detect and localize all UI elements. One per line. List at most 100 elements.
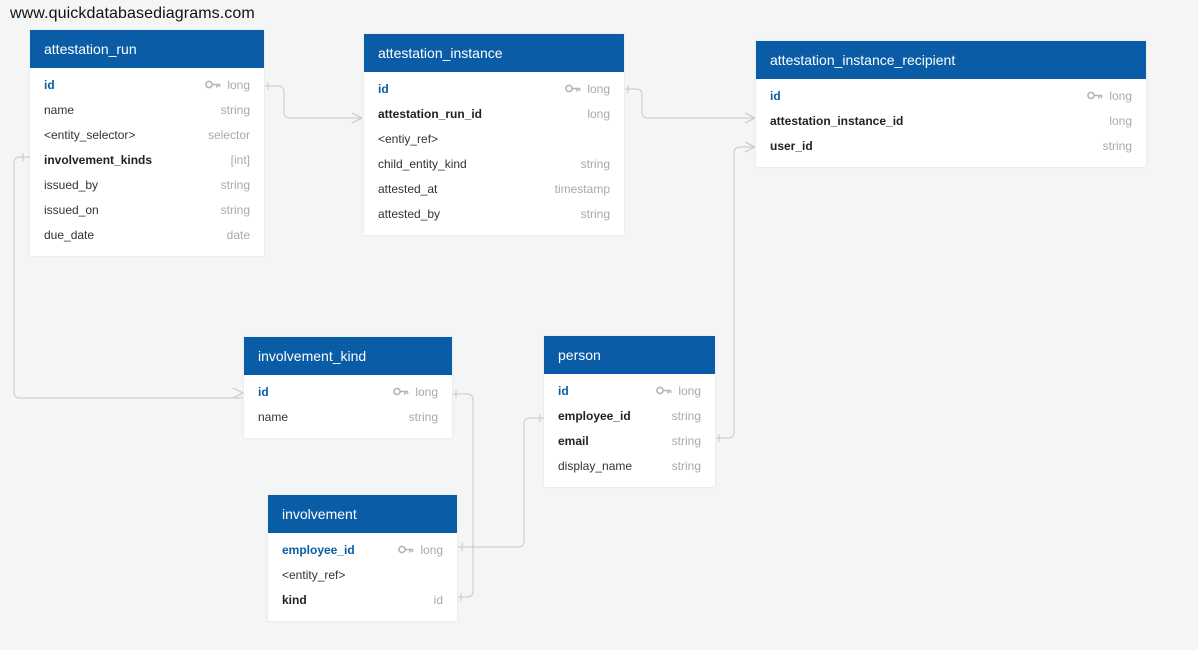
field-row[interactable]: id long: [244, 380, 452, 405]
field-type: string: [672, 404, 701, 429]
field-row[interactable]: id long: [544, 379, 715, 404]
key-icon: [398, 545, 414, 554]
field-name: name: [44, 103, 75, 117]
table-title[interactable]: person: [544, 336, 715, 374]
field-name: <entiy_ref>: [378, 132, 439, 146]
field-type: long: [565, 77, 610, 102]
field-type-label: string: [671, 434, 701, 448]
field-type: long: [587, 102, 610, 127]
field-type-label: [int]: [230, 153, 250, 167]
field-row[interactable]: <entity_selector> selector: [30, 123, 264, 148]
field-type: string: [672, 454, 701, 479]
field-name: employee_id: [282, 543, 355, 557]
field-type-label: string: [1102, 139, 1132, 153]
connector-person-to-involvement: [458, 417, 544, 548]
field-type: long: [1087, 84, 1132, 109]
field-name: issued_by: [44, 178, 99, 192]
field-type-label: id: [433, 593, 443, 607]
field-type-label: selector: [207, 128, 250, 142]
field-type: long: [656, 379, 701, 404]
field-name: attested_at: [378, 182, 438, 196]
field-row[interactable]: id long: [364, 77, 624, 102]
field-row[interactable]: display_name string: [544, 454, 715, 479]
field-type: string: [409, 405, 438, 430]
field-row[interactable]: attestation_instance_id long: [756, 109, 1146, 134]
table-title[interactable]: attestation_instance_recipient: [756, 41, 1146, 79]
table-title[interactable]: involvement_kind: [244, 337, 452, 375]
field-name: <entity_selector>: [44, 128, 136, 142]
field-row[interactable]: kind id: [268, 588, 457, 613]
field-row[interactable]: name string: [30, 98, 264, 123]
field-name: due_date: [44, 228, 95, 242]
connector-instance-to-recipient: [625, 88, 755, 119]
field-type-label: long: [1109, 114, 1132, 128]
connector-run-to-kind: [13, 156, 243, 399]
field-type: string: [221, 198, 250, 223]
table-title[interactable]: involvement: [268, 495, 457, 533]
field-name: attestation_instance_id: [770, 114, 904, 128]
field-row[interactable]: employee_id string: [544, 404, 715, 429]
key-icon: [656, 386, 672, 395]
field-type: string: [221, 98, 250, 123]
field-row[interactable]: employee_id long: [268, 538, 457, 563]
field-type-label: long: [1109, 89, 1132, 103]
field-type-label: string: [671, 459, 701, 473]
field-type: string: [581, 202, 610, 227]
field-type: long: [393, 380, 438, 405]
field-row[interactable]: attested_at timestamp: [364, 177, 624, 202]
field-name: <entity_ref>: [282, 568, 346, 582]
table-title[interactable]: attestation_instance: [364, 34, 624, 72]
field-name: issued_on: [44, 203, 99, 217]
field-type-label: long: [420, 543, 443, 557]
field-type: long: [398, 538, 443, 563]
field-type-label: string: [220, 103, 250, 117]
field-name: kind: [282, 593, 307, 607]
field-type-label: string: [580, 157, 610, 171]
field-name: user_id: [770, 139, 813, 153]
table-fields: employee_id long <entity_ref>kind id: [268, 533, 457, 621]
field-name: child_entity_kind: [378, 157, 467, 171]
field-row[interactable]: issued_on string: [30, 198, 264, 223]
field-row[interactable]: involvement_kinds [int]: [30, 148, 264, 173]
field-type: string: [581, 152, 610, 177]
field-name: display_name: [558, 459, 633, 473]
table-involvement[interactable]: involvement employee_id long <entity_ref>k…: [268, 495, 457, 621]
table-title[interactable]: attestation_run: [30, 30, 264, 68]
key-icon: [565, 84, 581, 93]
field-row[interactable]: <entiy_ref>: [364, 127, 624, 152]
field-row[interactable]: child_entity_kind string: [364, 152, 624, 177]
field-row[interactable]: user_id string: [756, 134, 1146, 159]
field-type: [int]: [231, 148, 250, 173]
field-row[interactable]: attestation_run_id long: [364, 102, 624, 127]
field-name: involvement_kinds: [44, 153, 153, 167]
field-type-label: timestamp: [554, 182, 610, 196]
field-type-label: string: [580, 207, 610, 221]
table-fields: id long attestation_run_id long <entiy_ref>c…: [364, 72, 624, 235]
field-type-label: string: [408, 410, 438, 424]
field-name: id: [258, 385, 269, 399]
field-name: attestation_run_id: [378, 107, 483, 121]
key-icon: [1087, 91, 1103, 100]
field-name: employee_id: [558, 409, 631, 423]
field-type-label: long: [678, 384, 701, 398]
field-type: long: [205, 73, 250, 98]
field-row[interactable]: <entity_ref>: [268, 563, 457, 588]
field-name: id: [558, 384, 569, 398]
field-name: id: [378, 82, 389, 96]
